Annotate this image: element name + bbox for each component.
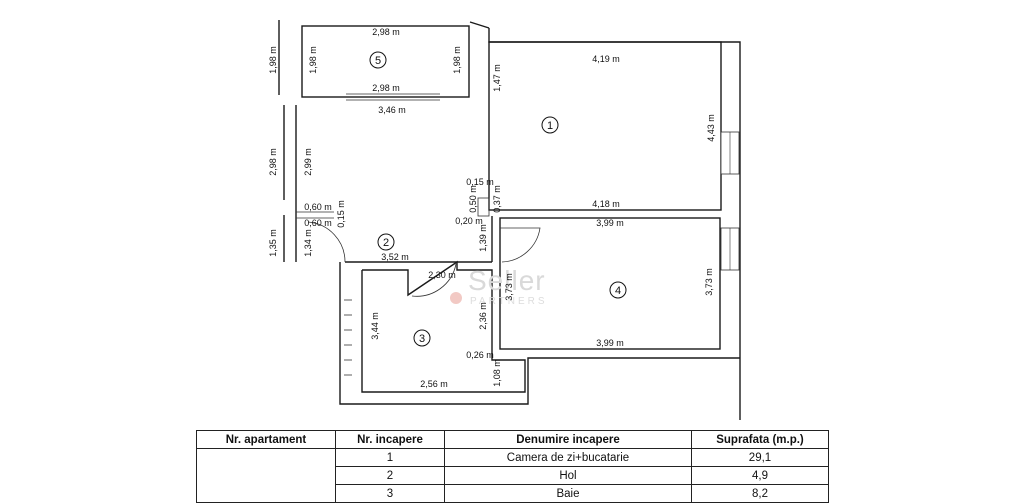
- room-5-number: 5: [375, 55, 381, 67]
- dim-niche-a: 0,50 m: [468, 185, 478, 213]
- dim-r5-right: 1,98 m: [452, 46, 462, 74]
- table-row: 2 Hol 4,9: [197, 466, 829, 485]
- watermark-text: Seller: [468, 265, 546, 296]
- dim-r4-top: 3,99 m: [596, 218, 624, 228]
- dim-r3-bottom: 2,56 m: [420, 379, 448, 389]
- dim-r3-step: 0,26 m: [466, 350, 494, 360]
- cell-area: 4,9: [691, 466, 829, 485]
- niche: [477, 197, 490, 217]
- dim-left-outer: 2,98 m: [268, 148, 278, 176]
- dim-r5-left: 1,98 m: [308, 46, 318, 74]
- room-labels: 5 1 2 4 3: [369, 51, 627, 347]
- wall-outer-bottom: [339, 262, 740, 405]
- dim-r5-far-left: 1,98 m: [268, 46, 278, 74]
- dim-hall-bottom: 3,52 m: [381, 252, 409, 262]
- window-right-2: [720, 227, 740, 271]
- dim-r3-right: 2,36 m: [478, 302, 488, 330]
- watermark-subtext: PARTNERS: [470, 296, 548, 307]
- cell-nr: 3: [335, 484, 445, 503]
- floor-plan: Seller PARTNERS 5 1 2 4 3 2,98 m 2,98 m …: [268, 20, 741, 420]
- cell-nr: 2: [335, 466, 445, 485]
- dim-r5-bottom: 2,98 m: [372, 83, 400, 93]
- dim-lower-left-inner: 1,34 m: [303, 229, 313, 257]
- dim-niche-b: 0,37 m: [492, 185, 502, 213]
- cell-name: Camera de zi+bucatarie: [444, 448, 692, 467]
- cell-name: Hol: [444, 466, 692, 485]
- dim-stub-c: 0,15 m: [336, 200, 346, 228]
- rooms-table: Nr. apartament Nr. incapere Denumire inc…: [196, 430, 829, 503]
- header-suprafata: Suprafata (m.p.): [691, 430, 829, 449]
- dim-hall-top: 3,46 m: [378, 105, 406, 115]
- cell-nr-apartament: [196, 448, 336, 503]
- dim-r1-top: 4,19 m: [592, 54, 620, 64]
- dim-r3-top: 2,30 m: [428, 270, 456, 280]
- dim-niche-c: 0,20 m: [455, 216, 483, 226]
- bathroom-fixture: [344, 299, 352, 376]
- dim-r3-step-side: 1,08 m: [492, 359, 502, 387]
- door-swing-hall-left: [307, 221, 346, 263]
- dim-r5-top: 2,98 m: [372, 27, 400, 37]
- room-4-walls: [499, 217, 721, 350]
- table-header-row: Nr. apartament Nr. incapere Denumire inc…: [196, 430, 829, 449]
- room-4-number: 4: [615, 285, 621, 297]
- dim-r4-bottom: 3,99 m: [596, 338, 624, 348]
- cell-nr: 1: [335, 448, 445, 467]
- room-3-walls: [361, 260, 526, 393]
- dim-r4-left: 3,73 m: [504, 273, 514, 301]
- dimension-labels: 2,98 m 2,98 m 1,98 m 1,98 m 1,98 m 3,46 …: [268, 27, 716, 389]
- room-3-number: 3: [419, 333, 425, 345]
- room-1-number: 1: [547, 120, 553, 132]
- walls: [278, 20, 741, 420]
- dim-stub-a: 0,60 m: [304, 202, 332, 212]
- dim-r1-bottom: 4,18 m: [592, 199, 620, 209]
- cell-area: 8,2: [691, 484, 829, 503]
- door-swing-room-4: [500, 227, 541, 263]
- door-swing-room-3: [411, 263, 457, 297]
- watermark-logo: Seller PARTNERS: [450, 265, 548, 307]
- dim-r1-left: 1,47 m: [492, 64, 502, 92]
- dim-lower-left-outer: 1,35 m: [268, 229, 278, 257]
- window-right-1: [720, 131, 740, 175]
- room-2-number: 2: [383, 237, 389, 249]
- header-nr-incapere: Nr. incapere: [335, 430, 445, 449]
- dim-r4-right: 3,73 m: [704, 268, 714, 296]
- header-nr-apartament: Nr. apartament: [196, 430, 336, 449]
- wall-top-edge: [469, 21, 490, 29]
- dim-stub-b: 0,60 m: [304, 218, 332, 228]
- header-denumire: Denumire incapere: [444, 430, 692, 449]
- cell-area: 29,1: [691, 448, 829, 467]
- dim-r3-left: 3,44 m: [370, 312, 380, 340]
- dim-niche-top: 0,15 m: [466, 177, 494, 187]
- dim-left-inner: 2,99 m: [303, 148, 313, 176]
- dim-r1-right: 4,43 m: [706, 114, 716, 142]
- dim-hall-right: 1,39 m: [478, 224, 488, 252]
- room-1-walls: [488, 41, 722, 211]
- cell-name: Baie: [444, 484, 692, 503]
- room-5-walls: [301, 25, 470, 98]
- table-row: 1 Camera de zi+bucatarie 29,1: [196, 448, 829, 503]
